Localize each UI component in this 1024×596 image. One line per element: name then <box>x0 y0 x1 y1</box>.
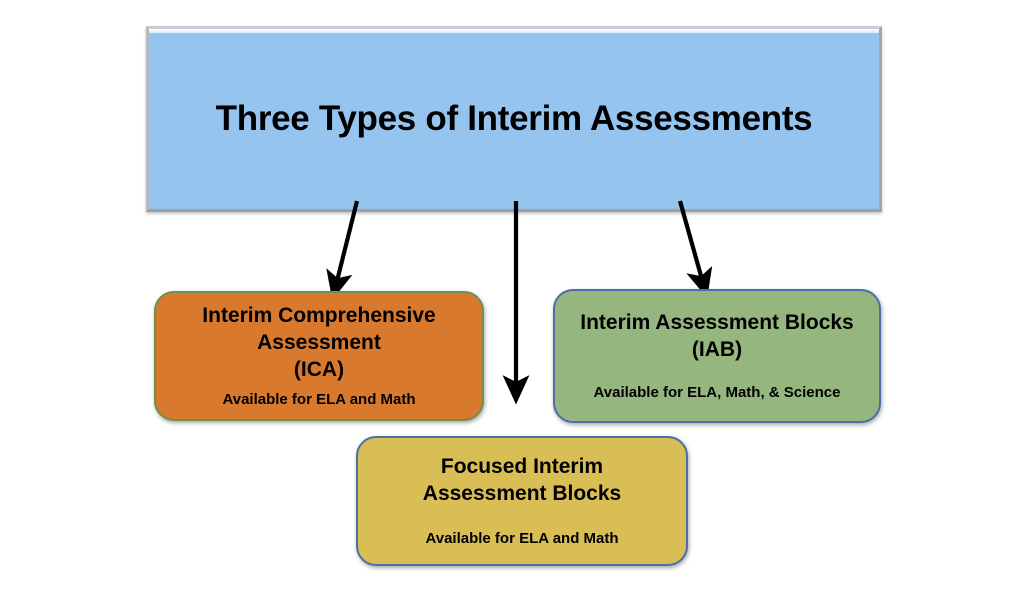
node-fiab[interactable]: Focused Interim Assessment Blocks Availa… <box>356 436 688 566</box>
header-title: Three Types of Interim Assessments <box>215 99 813 138</box>
arrow-to-iab <box>677 200 713 298</box>
node-iab[interactable]: Interim Assessment Blocks (IAB) Availabl… <box>553 289 881 423</box>
node-iab-title: Interim Assessment Blocks (IAB) <box>580 311 854 361</box>
header-box: Three Types of Interim Assessments <box>146 26 882 212</box>
node-ica-subtitle: Available for ELA and Math <box>222 390 416 408</box>
node-ica-title: Interim Comprehensive Assessment (ICA) <box>202 304 436 381</box>
arrow-to-ica <box>326 200 360 301</box>
node-fiab-title: Focused Interim Assessment Blocks <box>422 455 622 505</box>
node-iab-subtitle: Available for ELA, Math, & Science <box>593 383 841 401</box>
node-ica[interactable]: Interim Comprehensive Assessment (ICA) A… <box>154 291 484 421</box>
node-fiab-subtitle: Available for ELA and Math <box>425 529 619 547</box>
